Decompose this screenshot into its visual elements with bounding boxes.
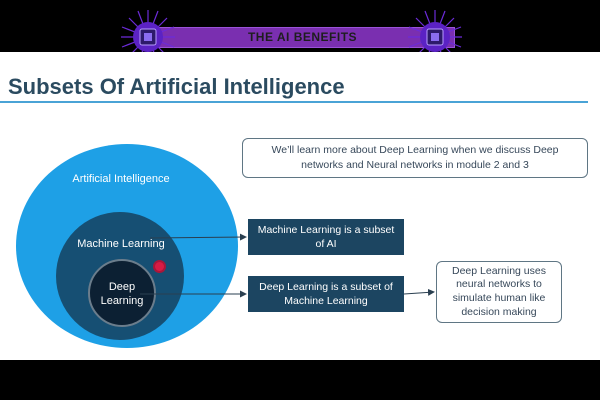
note-box: We’ll learn more about Deep Learning whe… xyxy=(242,138,588,178)
pointer-dot xyxy=(153,260,166,273)
dl-circle xyxy=(88,259,156,327)
arrow-dl-uses xyxy=(403,288,435,296)
bottom-bar xyxy=(0,360,600,400)
connector-arrows xyxy=(140,233,435,298)
dl-subset-box: Deep Learning is a subset of Machine Lea… xyxy=(248,276,404,312)
ml-subset-box: Machine Learning is a subset of AI xyxy=(248,219,404,255)
ai-circle-label: Artificial Intelligence xyxy=(72,173,170,185)
ml-circle-label: Machine Learning xyxy=(77,238,165,250)
dl-circle-label: Deep Learning xyxy=(100,281,144,308)
ai-chip-icon xyxy=(121,10,175,64)
ai-chip-icon xyxy=(408,10,462,64)
title-divider xyxy=(0,101,588,103)
dl-uses-box: Deep Learning uses neural networks to si… xyxy=(436,261,562,323)
banner-title: THE AI BENEFITS xyxy=(247,30,358,44)
slide: Subsets Of Artificial Intelligence We’ll… xyxy=(0,52,600,360)
slide-title: Subsets Of Artificial Intelligence xyxy=(8,74,345,99)
arrow-ml xyxy=(149,233,247,241)
top-banner: THE AI BENEFITS xyxy=(0,0,600,64)
